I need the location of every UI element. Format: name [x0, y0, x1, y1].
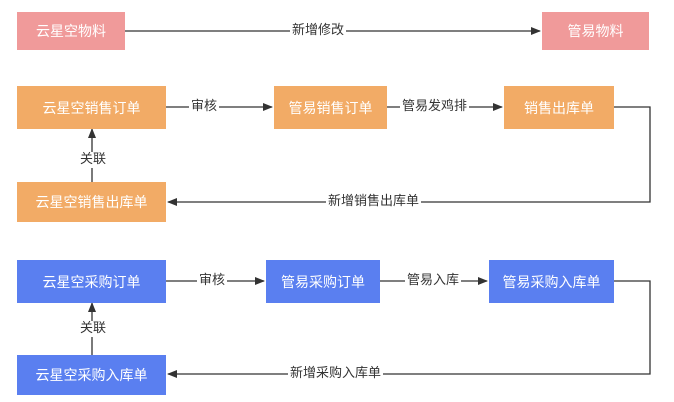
node-guanyi-purchase-inbound: 管易采购入库单 [489, 260, 614, 303]
node-guanyi-material: 管易物料 [542, 12, 649, 50]
label-purchase-audit: 审核 [197, 273, 228, 289]
label-material-sync: 新增修改 [290, 23, 347, 39]
node-guanyi-purchase-order: 管易采购订单 [266, 260, 380, 303]
node-kingdee-purchase-order: 云星空采购订单 [17, 260, 166, 303]
node-sales-outbound: 销售出库单 [504, 86, 614, 129]
node-kingdee-sales-order: 云星空销售订单 [17, 86, 166, 129]
node-guanyi-sales-order: 管易销售订单 [274, 86, 387, 129]
label-sales-return: 新增销售出库单 [326, 194, 422, 210]
label-purchase-return: 新增采购入库单 [288, 366, 384, 382]
label-purchase-link: 关联 [78, 321, 109, 337]
node-kingdee-purchase-inbound: 云星空采购入库单 [17, 355, 166, 395]
label-sales-link: 关联 [78, 152, 109, 168]
node-kingdee-sales-outbound: 云星空销售出库单 [17, 182, 166, 222]
label-sales-ship: 管易发鸡排 [400, 99, 470, 115]
node-kingdee-material: 云星空物料 [17, 12, 125, 50]
label-purchase-in: 管易入库 [405, 273, 462, 289]
edge-purchase-return [167, 280, 651, 378]
label-sales-audit: 审核 [189, 99, 220, 115]
